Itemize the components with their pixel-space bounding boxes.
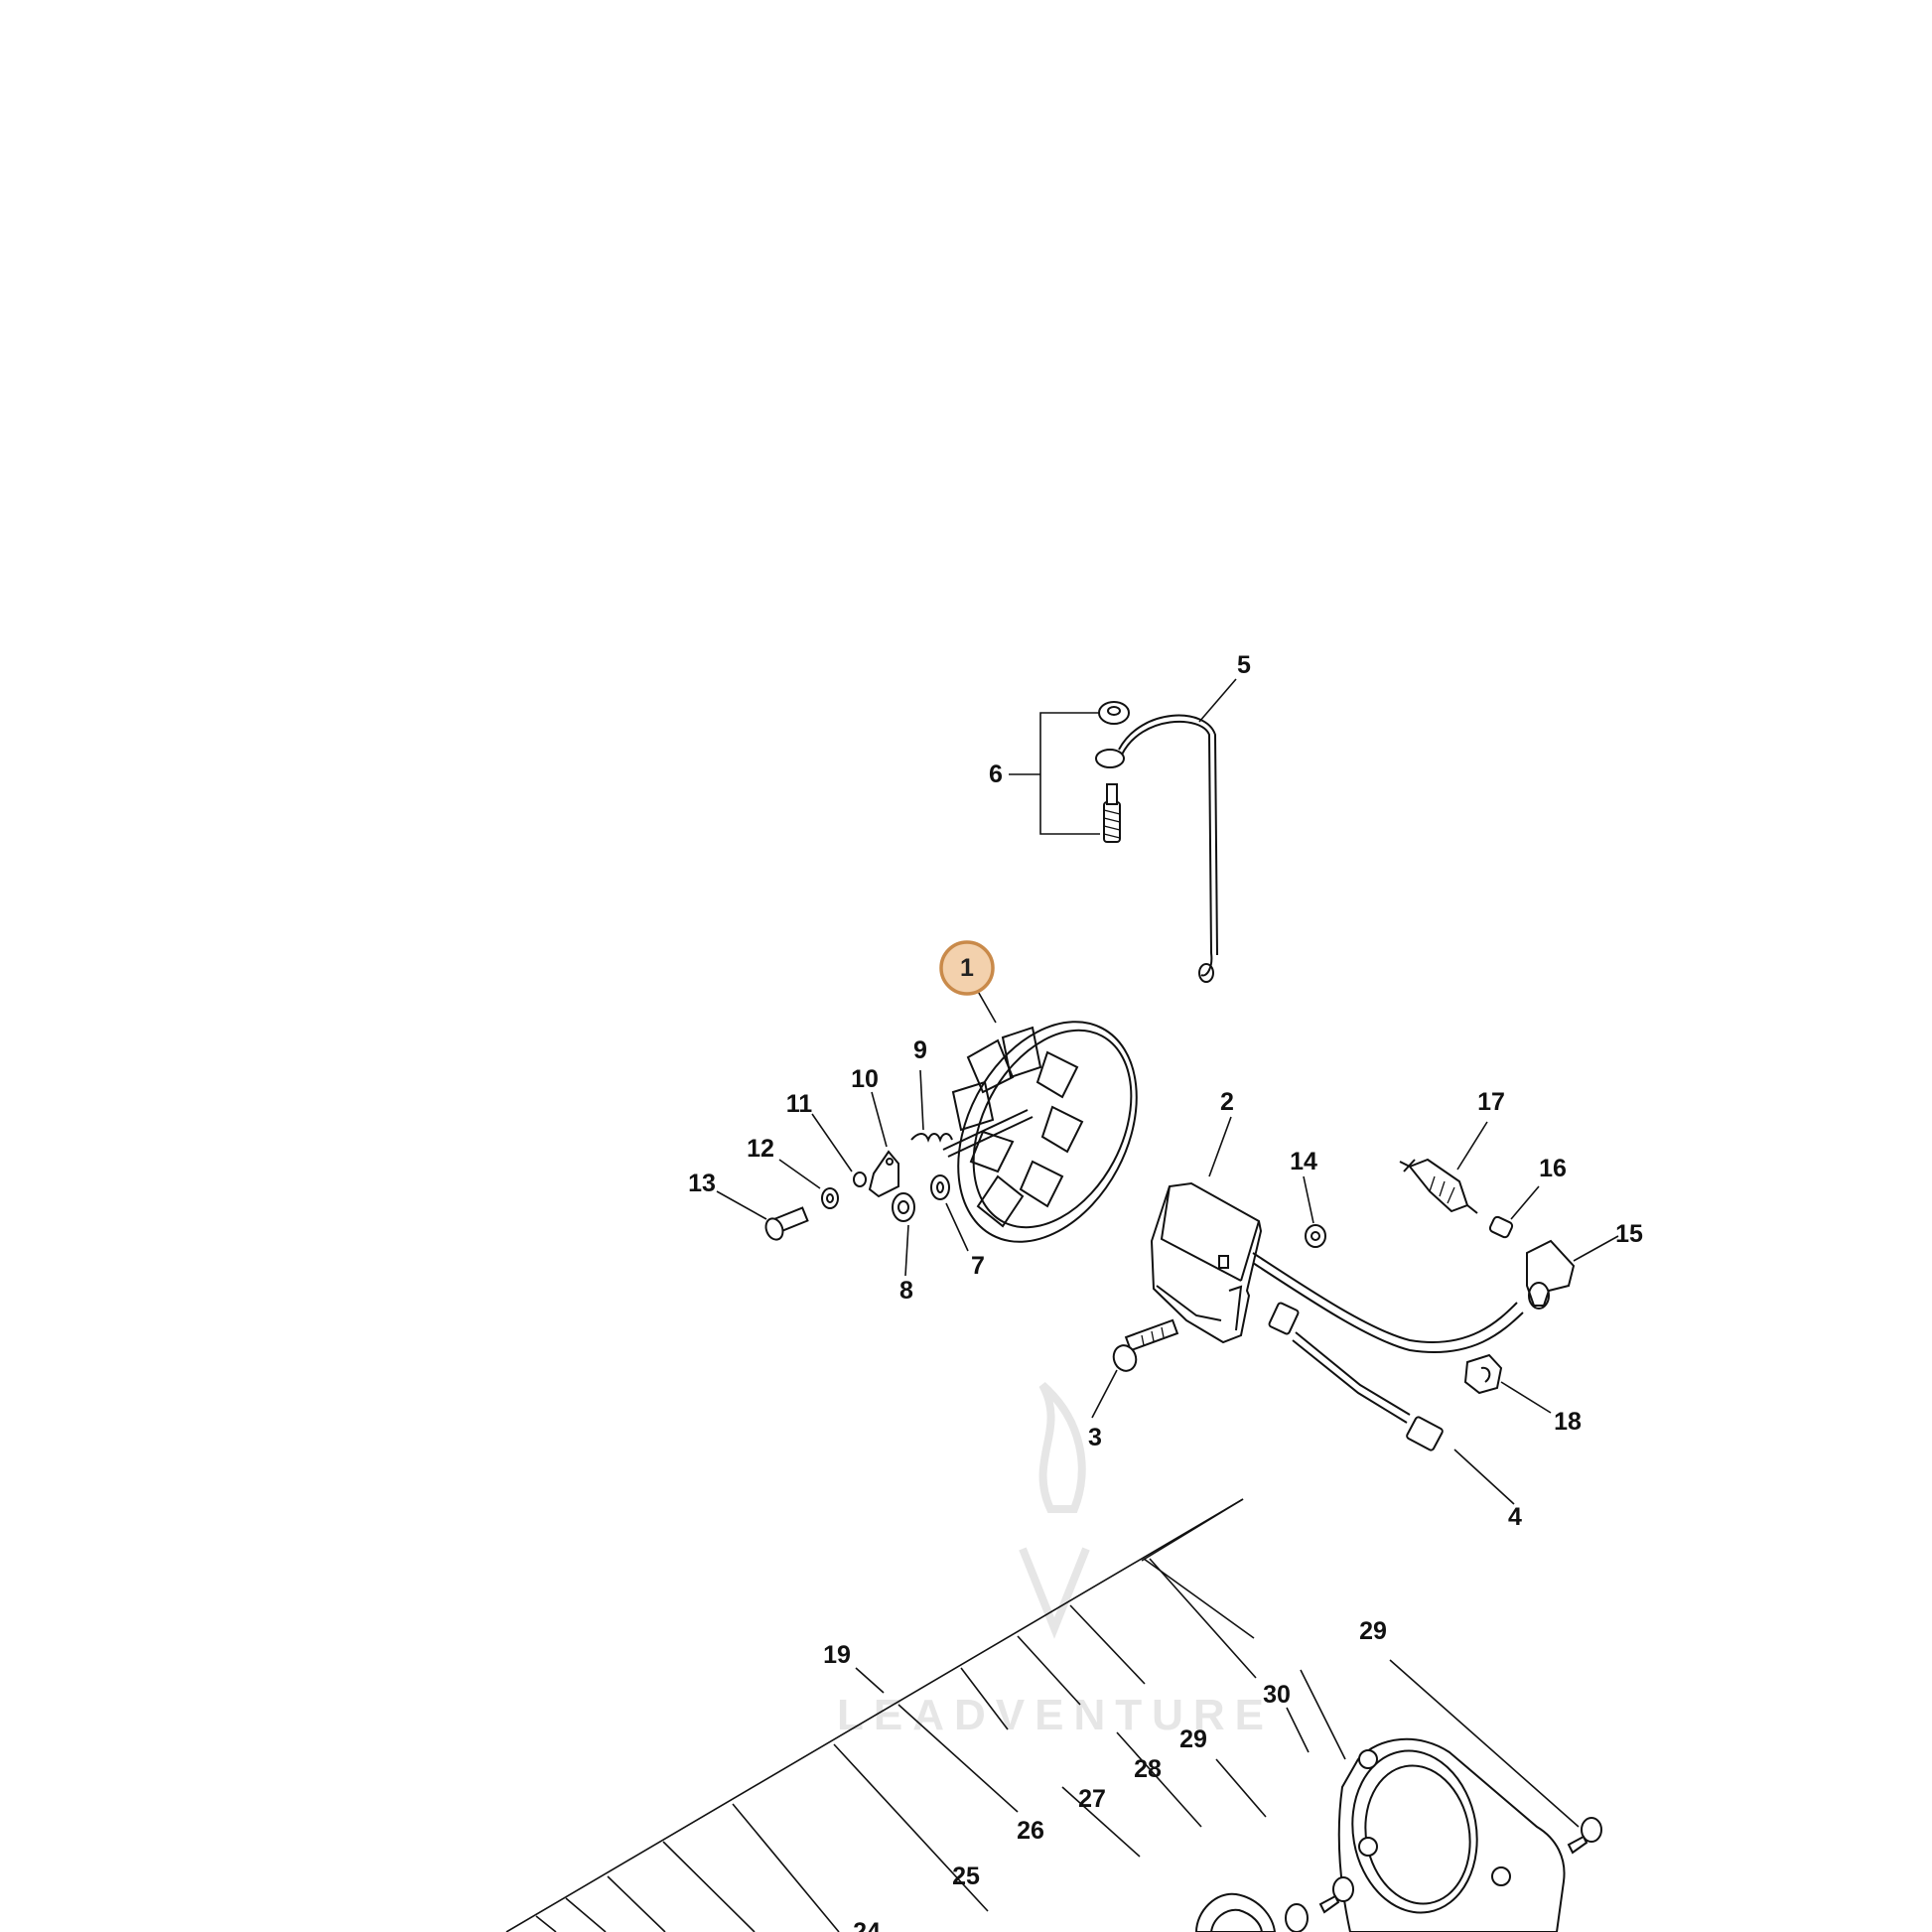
part-flywheel-washer[interactable] xyxy=(930,1174,950,1200)
flame-logo-icon xyxy=(1019,1381,1090,1639)
callout-5[interactable]: 5 xyxy=(1237,651,1251,679)
callout-13[interactable]: 13 xyxy=(688,1170,716,1197)
callout-14[interactable]: 14 xyxy=(1290,1148,1317,1175)
leader-lines-lower xyxy=(505,1498,1580,1932)
part-spring-clip[interactable] xyxy=(1488,1215,1514,1239)
part-starter-cover[interactable] xyxy=(1337,1737,1566,1932)
callout-24[interactable]: 24 xyxy=(853,1918,881,1932)
callout-25[interactable]: 25 xyxy=(952,1863,980,1890)
callout-19[interactable]: 19 xyxy=(823,1641,851,1669)
callout-27[interactable]: 27 xyxy=(1078,1785,1106,1813)
part-rope-rotor[interactable] xyxy=(1194,1892,1277,1932)
part-spark-plug-boot[interactable] xyxy=(1526,1239,1576,1310)
callout-29-upper[interactable]: 29 xyxy=(1359,1617,1387,1645)
part-spring[interactable] xyxy=(910,1133,953,1143)
part-pawl[interactable] xyxy=(868,1150,899,1198)
callout-6[interactable]: 6 xyxy=(989,760,1003,788)
callout-26[interactable]: 26 xyxy=(1017,1817,1044,1845)
callout-1-highlighted[interactable]: 1 xyxy=(939,940,995,996)
part-cover-screw-right[interactable] xyxy=(1567,1817,1602,1855)
part-flywheel[interactable] xyxy=(922,991,1173,1272)
part-ground-lead[interactable] xyxy=(1095,714,1218,983)
part-bolt[interactable] xyxy=(762,1206,809,1243)
part-spark-plug[interactable] xyxy=(1399,1158,1478,1214)
watermark-text: LEADVENTURE xyxy=(837,1691,1274,1739)
part-cover-screw-left[interactable] xyxy=(1318,1876,1354,1914)
part-nut-screw-set[interactable] xyxy=(1098,701,1130,843)
callout-3[interactable]: 3 xyxy=(1088,1424,1102,1451)
callout-4[interactable]: 4 xyxy=(1508,1503,1522,1531)
callout-10[interactable]: 10 xyxy=(851,1065,879,1093)
callout-15[interactable]: 15 xyxy=(1615,1220,1643,1248)
callout-8[interactable]: 8 xyxy=(899,1277,913,1305)
callout-18[interactable]: 18 xyxy=(1554,1408,1582,1436)
part-short-circuit-wire[interactable] xyxy=(1268,1302,1444,1451)
part-washer[interactable] xyxy=(821,1187,839,1209)
part-small-washer[interactable] xyxy=(853,1172,867,1187)
callout-17[interactable]: 17 xyxy=(1477,1088,1505,1116)
callout-12[interactable]: 12 xyxy=(747,1135,774,1163)
part-starter-washer[interactable] xyxy=(1285,1903,1309,1932)
part-nut[interactable] xyxy=(892,1192,915,1222)
watermark: LEADVENTURE xyxy=(837,1381,1274,1739)
callout-labels: 2 3 4 5 6 7 8 9 10 11 12 13 14 15 16 17 … xyxy=(688,651,1643,1932)
callout-29-lower[interactable]: 29 xyxy=(1179,1725,1207,1753)
callout-2[interactable]: 2 xyxy=(1220,1088,1234,1116)
callout-label-1: 1 xyxy=(960,954,974,982)
callout-28[interactable]: 28 xyxy=(1134,1755,1162,1783)
part-ignition-module[interactable] xyxy=(1150,1181,1263,1344)
part-cap[interactable] xyxy=(1463,1353,1503,1395)
part-module-screw[interactable] xyxy=(1110,1318,1179,1374)
callout-7[interactable]: 7 xyxy=(971,1252,985,1280)
part-lead-washer[interactable] xyxy=(1305,1224,1326,1248)
callout-30[interactable]: 30 xyxy=(1263,1681,1291,1709)
callout-11[interactable]: 11 xyxy=(786,1090,813,1118)
callout-16[interactable]: 16 xyxy=(1539,1155,1567,1182)
callout-9[interactable]: 9 xyxy=(913,1036,927,1064)
